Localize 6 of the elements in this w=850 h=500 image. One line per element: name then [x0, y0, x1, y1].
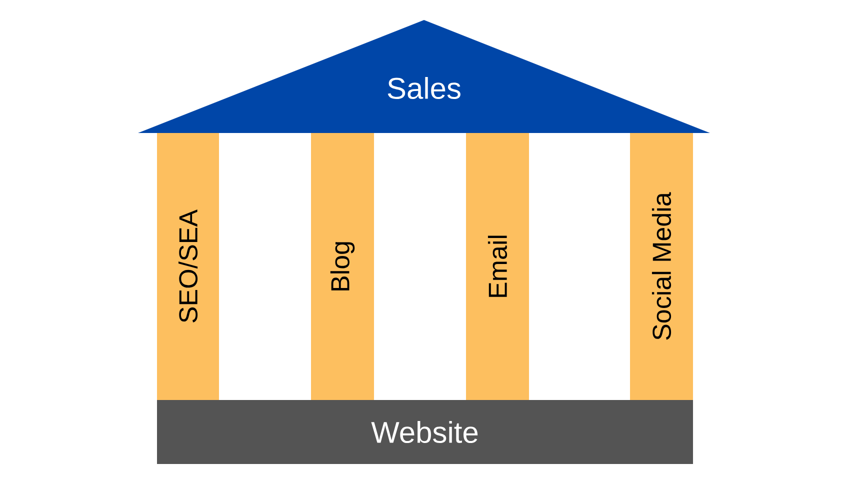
pillar-column: Blog — [311, 133, 374, 400]
pillar-column: Social Media — [630, 133, 693, 400]
roof-triangle: Sales — [138, 20, 710, 133]
pillar-column: Email — [466, 133, 529, 400]
pillar-column: SEO/SEA — [157, 133, 219, 400]
base-block: Website — [157, 400, 693, 464]
